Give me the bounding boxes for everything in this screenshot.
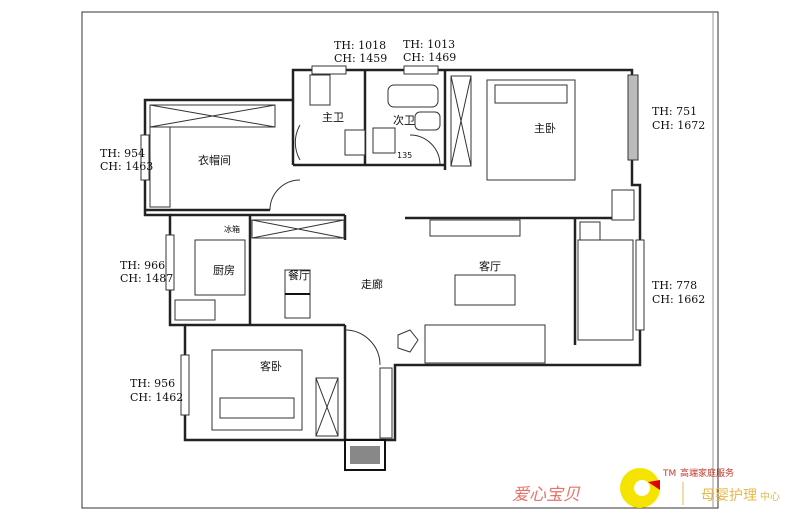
- th-label: TH: 956: [130, 377, 175, 390]
- th-label: TH: 751: [652, 105, 697, 118]
- door-note: 135: [397, 151, 412, 160]
- balcony-rack: [577, 239, 634, 341]
- th-label: TH: 1018: [334, 39, 386, 52]
- tagline: 高端家庭服务: [680, 467, 734, 479]
- kitchen-counter: [194, 239, 246, 296]
- th-label: TH: 1013: [403, 38, 455, 51]
- bathtub: [387, 84, 439, 108]
- ch-label: CH: 1463: [100, 160, 153, 173]
- room-label-corridor: 走廊: [361, 277, 383, 291]
- tm-mark: TM: [662, 469, 676, 479]
- windows: [140, 65, 645, 416]
- sink: [372, 127, 396, 154]
- room-label-living: 客厅: [479, 259, 501, 273]
- ch-label: CH: 1462: [130, 391, 183, 404]
- drawing-frame: [81, 11, 719, 509]
- service-name: 母婴护理: [701, 488, 757, 504]
- room-label-guest-bedroom: 客卧: [260, 359, 282, 373]
- room-label-cloakroom: 衣帽间: [198, 153, 231, 167]
- toilet: [309, 74, 331, 106]
- sofa: [424, 324, 546, 364]
- brand-name: 爱心宝贝: [512, 485, 581, 505]
- service-suffix: 中心: [760, 490, 780, 503]
- measurement-labels: TH: 1018 CH: 1459 TH: 1013 CH: 1469 TH: …: [100, 38, 705, 404]
- room-label-master-bedroom: 主卧: [534, 122, 556, 135]
- cabinets: [149, 75, 601, 439]
- th-label: TH: 954: [100, 147, 145, 160]
- stove: [174, 299, 216, 321]
- furniture: [174, 74, 635, 471]
- ch-label: CH: 1672: [652, 119, 705, 132]
- label-fridge: 冰箱: [224, 224, 240, 234]
- th-label: TH: 778: [652, 279, 697, 292]
- ch-label: CH: 1487: [120, 272, 173, 285]
- room-label-dining: 餐厅: [288, 268, 310, 282]
- th-label: TH: 966: [120, 259, 165, 272]
- sink: [344, 129, 366, 156]
- brand-logo: 爱心宝贝 TM 高端家庭服务 母婴护理 中心: [512, 467, 780, 508]
- toilet: [414, 111, 441, 131]
- side-table: [397, 329, 419, 353]
- ch-label: CH: 1662: [652, 293, 705, 306]
- room-label-second-bath: 次卫: [393, 113, 415, 127]
- ch-label: CH: 1469: [403, 51, 456, 64]
- room-label-master-bath: 主卫: [322, 111, 344, 124]
- ch-label: CH: 1459: [334, 52, 387, 65]
- coffee-table: [454, 274, 516, 306]
- doors: [269, 124, 441, 366]
- room-label-kitchen: 厨房: [213, 264, 235, 277]
